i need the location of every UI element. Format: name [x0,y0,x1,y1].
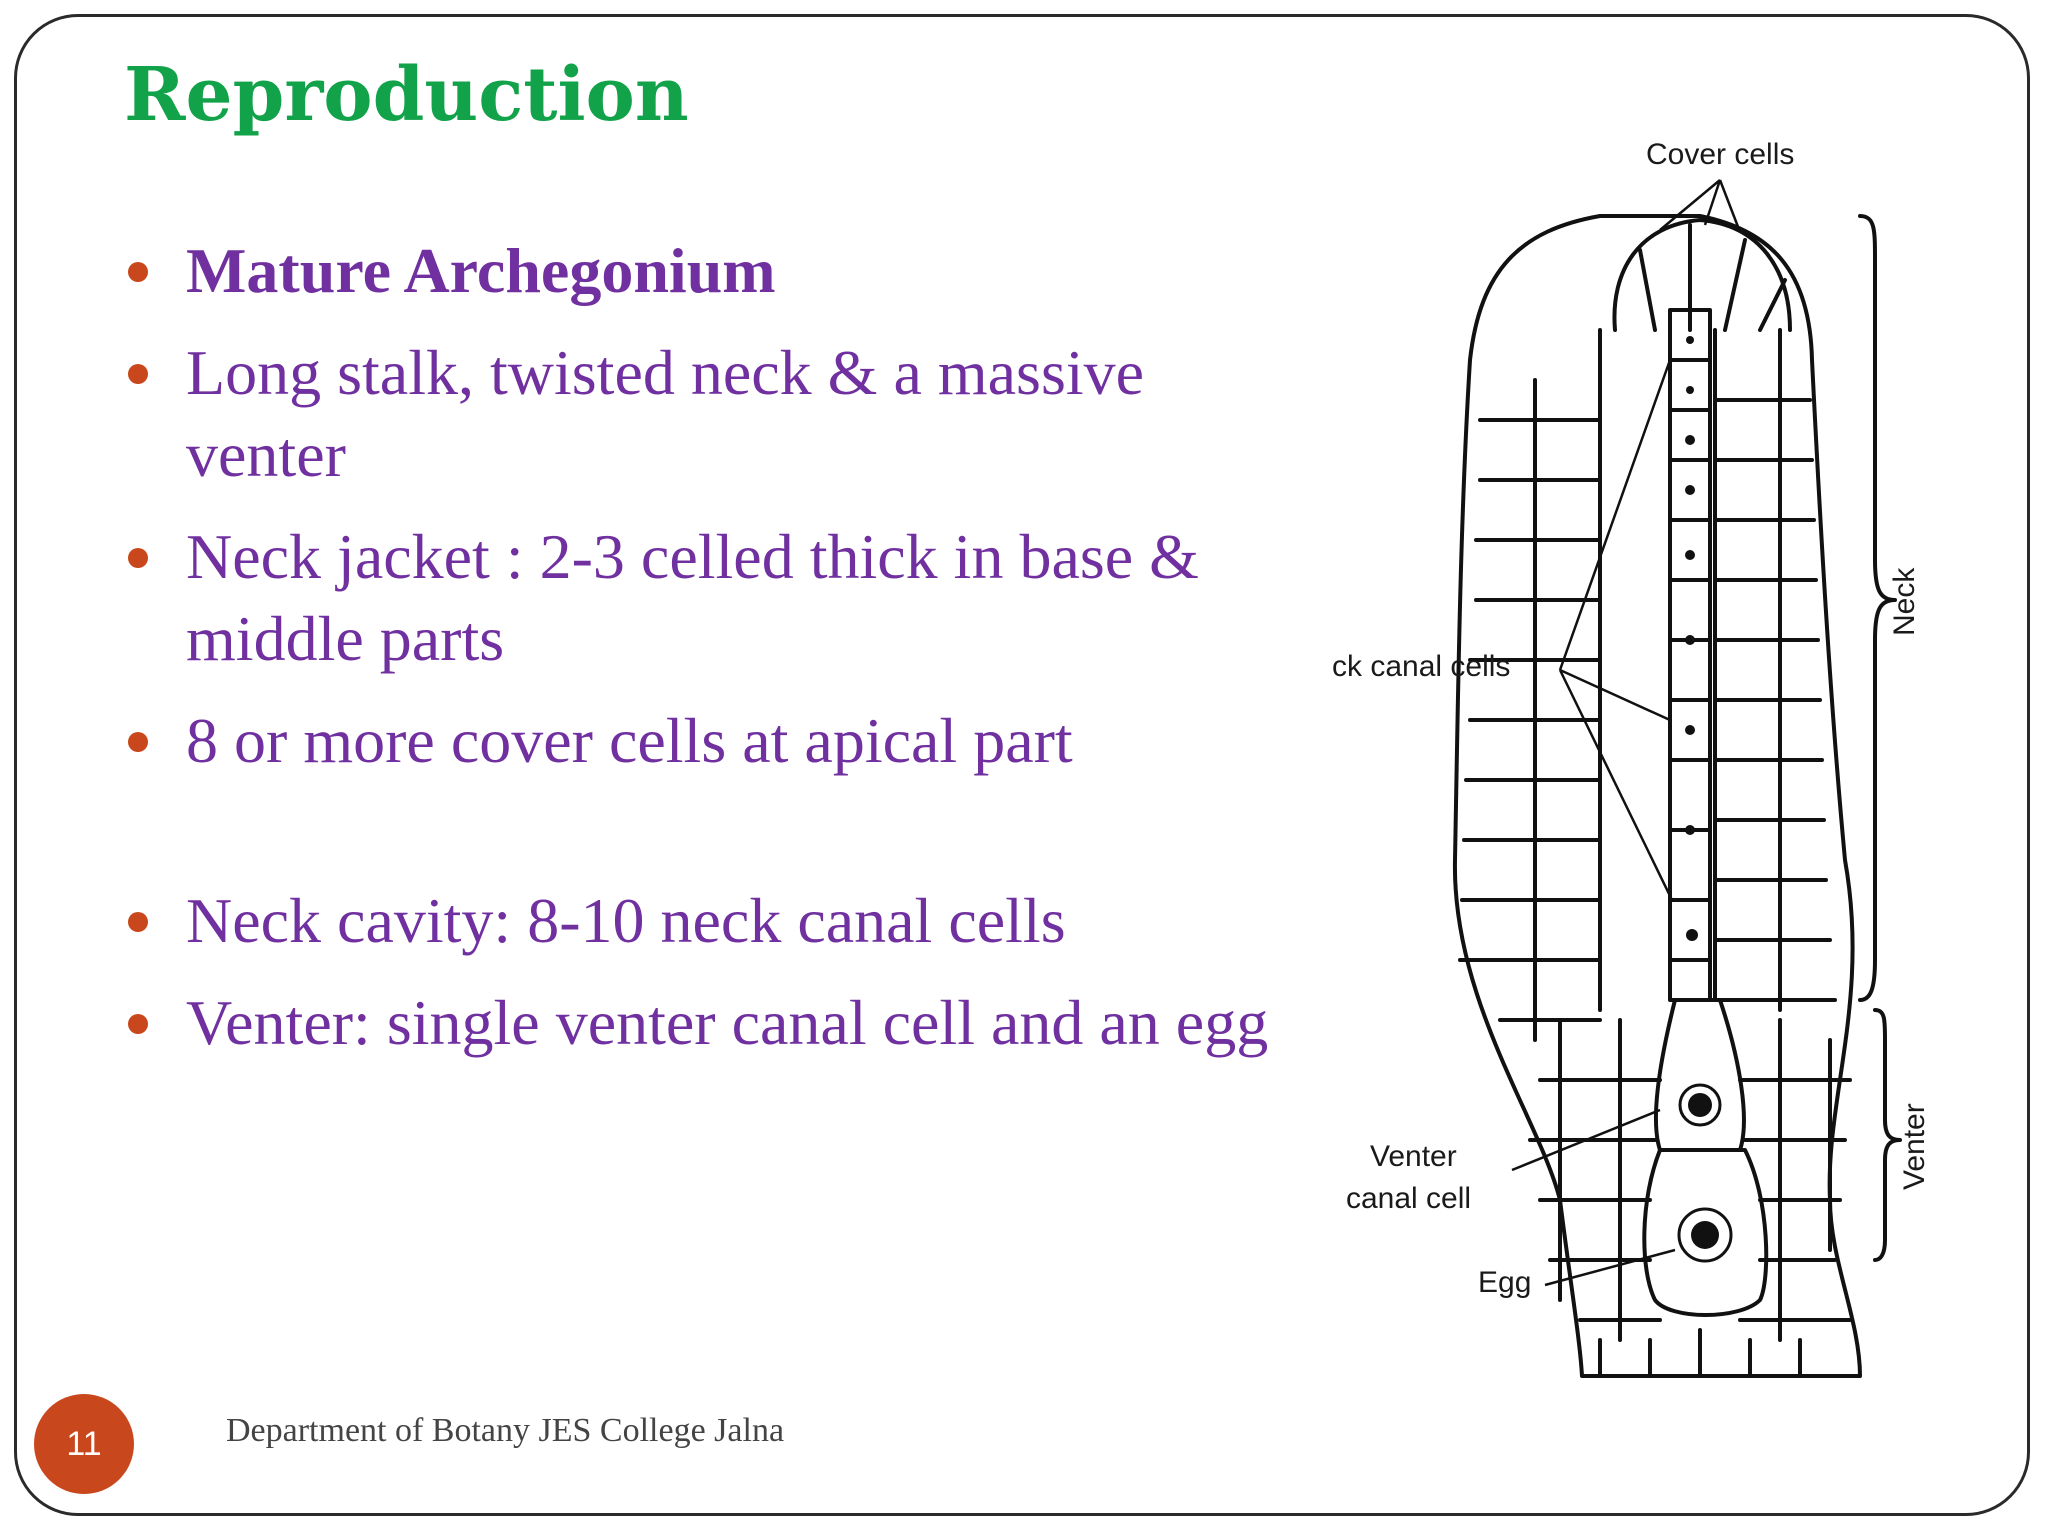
bullet-item: Long stalk, twisted neck & a massive ven… [126,332,1316,496]
venter-brace [1873,1008,1902,1262]
venter-canal-cell [1654,998,1746,1152]
egg-cell [1642,1148,1769,1317]
bullet-text: Neck jacket : 2-3 celled thick in base &… [186,521,1199,674]
archegonium-diagram: Cover cells ck canal cells Neck Venter V… [1332,138,1931,1378]
bullet-dot-icon [128,732,148,752]
bullet-text: Venter: single venter canal cell and an … [186,987,1269,1058]
egg-pointer [1544,1248,1676,1287]
footer-text: Department of Botany JES College Jalna [226,1412,785,1449]
label-neck-canal-cells: ck canal cells [1332,650,1510,683]
label-neck: Neck [1888,567,1921,636]
venter-canal-pointer [1511,1108,1661,1172]
bullet-item: Neck cavity: 8-10 neck canal cells [126,880,1316,962]
neck-brace [1858,214,1897,1002]
bullet-dot-icon [128,262,148,282]
bullet-text: Long stalk, twisted neck & a massive ven… [186,337,1145,490]
cover-cells-pointer [1659,179,1742,233]
bullet-dot-icon [128,364,148,384]
bullet-text: Mature Archegonium [186,235,776,306]
label-venter-canal-cell-line1: Venter [1370,1140,1457,1173]
bullet-dot-icon [128,1014,148,1034]
neck-jacket-right [1713,328,1837,1012]
neck-canal-pointer [1558,359,1674,901]
bullet-item: Mature Archegonium [126,230,1316,312]
neck-canal-partitions [1668,358,1712,962]
bullet-item: Venter: single venter canal cell and an … [126,982,1316,1064]
slide-title: Reproduction [124,52,689,138]
bullet-list: Mature Archegonium Long stalk, twisted n… [126,230,1316,1064]
bullet-item: Neck jacket : 2-3 celled thick in base &… [126,516,1316,680]
slide-frame [14,14,2030,1516]
archegonium-outline [1452,214,1862,1378]
label-cover-cells: Cover cells [1646,138,1794,171]
bullet-item: 8 or more cover cells at apical part [126,700,1316,782]
bullet-text: 8 or more cover cells at apical part [186,705,1073,776]
bullet-dot-icon [128,912,148,932]
cover-cells [1612,218,1792,332]
neck-canal [1668,308,1712,1002]
label-egg: Egg [1478,1266,1531,1299]
slide-number-badge: 11 [34,1394,134,1494]
bullet-dot-icon [128,548,148,568]
bullet-text: Neck cavity: 8-10 neck canal cells [186,885,1066,956]
label-venter: Venter [1898,1103,1931,1190]
neck-jacket-left [1458,328,1602,1042]
label-venter-canal-cell-line2: canal cell [1346,1182,1471,1215]
venter-jacket [1528,1018,1852,1378]
